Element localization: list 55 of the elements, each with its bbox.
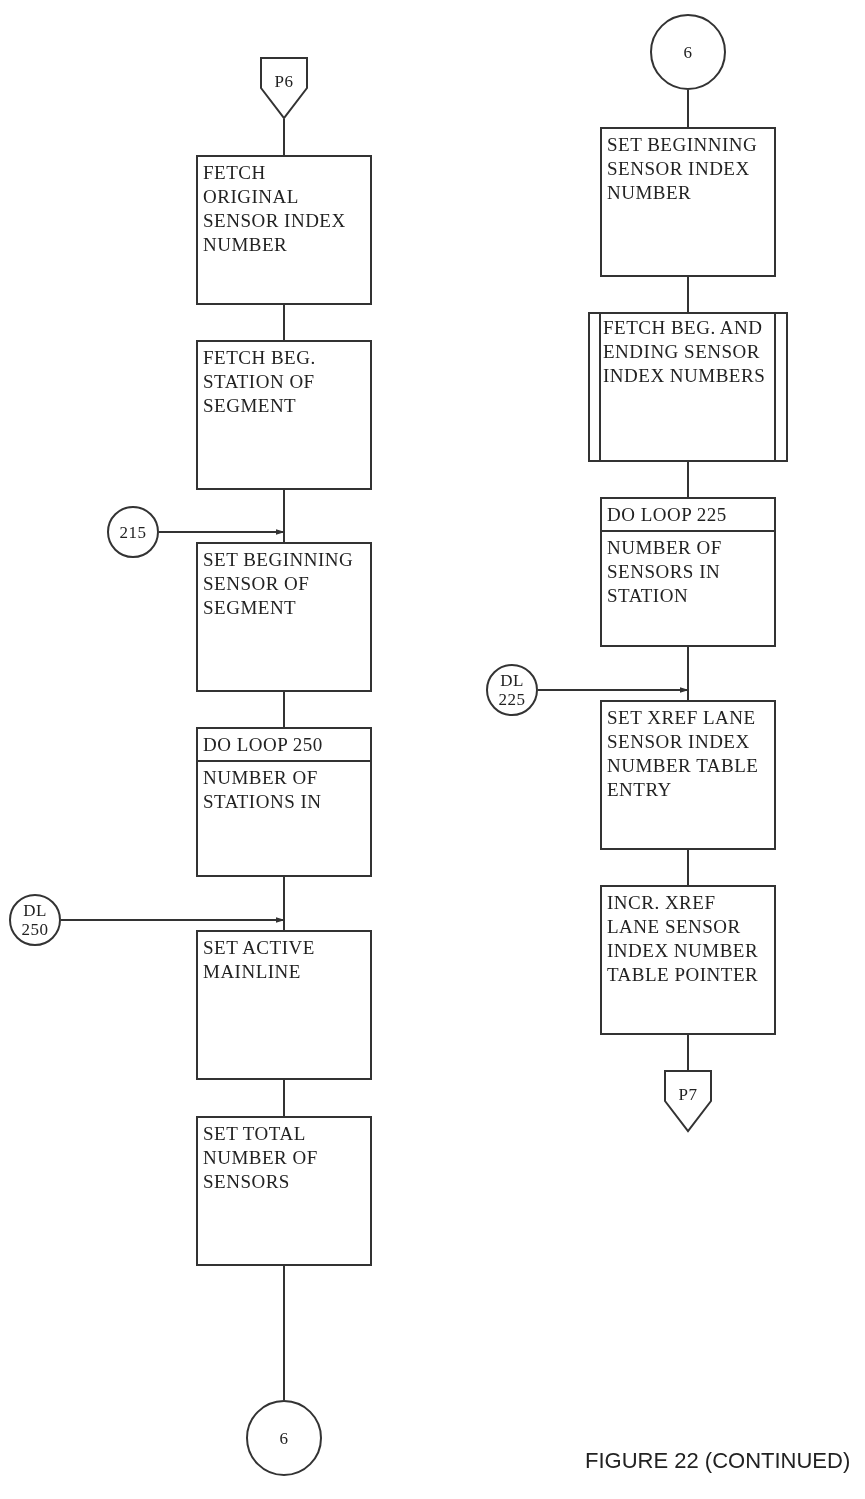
flow-line	[687, 1034, 689, 1071]
flow-line	[687, 276, 689, 313]
process-box	[196, 340, 372, 490]
step-label: SET BEGINNING SENSOR INDEX NUMBER	[606, 133, 759, 205]
step-label: FETCH ORIGINAL SENSOR INDEX NUMBER	[202, 161, 347, 257]
connector-circle	[107, 506, 159, 558]
process-box	[196, 727, 372, 877]
connector-label: P6	[273, 71, 295, 91]
connector-label: 6	[278, 1428, 290, 1448]
connector-circle	[486, 664, 538, 716]
loop-header: DO LOOP 225	[602, 499, 774, 532]
connector-label: DL 250	[20, 901, 50, 939]
process-box	[196, 542, 372, 692]
step-label: FETCH BEG. STATION OF SEGMENT	[202, 346, 317, 418]
step-label: FETCH BEG. AND ENDING SENSOR INDEX NUMBERS	[602, 316, 767, 388]
connector-circle	[9, 894, 61, 946]
arrow	[60, 917, 285, 923]
figure-caption: FIGURE 22 (CONTINUED)	[585, 1448, 851, 1474]
connector-circle	[650, 14, 726, 90]
loop-header: DO LOOP 250	[198, 729, 370, 762]
flow-line	[283, 304, 285, 341]
process-box	[600, 127, 776, 277]
predefined-process-box	[588, 312, 788, 462]
flow-line	[687, 89, 689, 128]
step-label: SET TOTAL NUMBER OF SENSORS	[202, 1122, 319, 1194]
connector-circle	[246, 1400, 322, 1476]
step-label: INCR. XREF LANE SENSOR INDEX NUMBER TABLE POINTER	[606, 891, 760, 987]
flow-line	[283, 876, 285, 931]
connector-label: P7	[677, 1084, 699, 1104]
flow-line	[283, 1265, 285, 1401]
step-label: NUMBER OF SENSORS IN STATION	[606, 536, 723, 608]
step-label: NUMBER OF STATIONS IN	[202, 766, 323, 814]
offpage-connector	[260, 57, 308, 119]
flow-line	[687, 646, 689, 701]
arrow	[537, 687, 689, 693]
flow-line	[687, 849, 689, 886]
step-label: SET BEGINNING SENSOR OF SEGMENT	[202, 548, 355, 620]
flow-line	[283, 691, 285, 728]
arrow	[158, 529, 285, 535]
step-label: SET ACTIVE MAINLINE	[202, 936, 316, 984]
offpage-connector	[664, 1070, 712, 1132]
flow-line	[687, 461, 689, 498]
process-box	[600, 497, 776, 647]
flow-line	[283, 118, 285, 156]
connector-label: 215	[118, 522, 148, 542]
process-box	[196, 155, 372, 305]
step-label: SET XREF LANE SENSOR INDEX NUMBER TABLE ENTRY	[606, 706, 760, 802]
flow-line	[283, 1079, 285, 1117]
connector-label: DL 225	[497, 671, 527, 709]
process-box	[600, 700, 776, 850]
process-box	[196, 1116, 372, 1266]
connector-label: 6	[682, 42, 694, 62]
process-box	[600, 885, 776, 1035]
process-box	[196, 930, 372, 1080]
flow-line	[283, 489, 285, 543]
